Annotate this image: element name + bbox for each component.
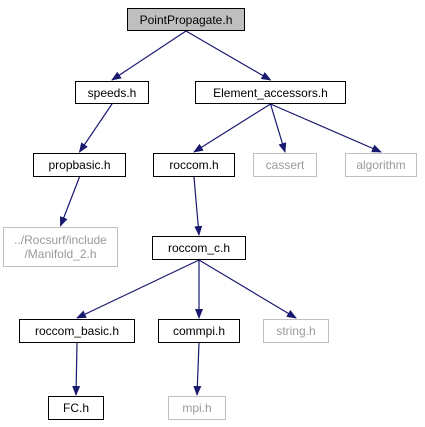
node-label: mpi.h <box>182 401 212 415</box>
node-label: roccom_basic.h <box>34 324 120 338</box>
edge-roccom_c-to-roccom_basic <box>76 259 200 319</box>
edge-point_propagate-to-speeds <box>111 30 187 81</box>
node-commpi-h[interactable]: commpi.h <box>158 319 240 343</box>
node-label: cassert <box>265 158 305 172</box>
edge-speeds-to-propbasic <box>78 103 113 153</box>
node-label-line2: /Manifold_2.h <box>24 247 97 261</box>
node-manifold-2-h[interactable]: ../Rocsurf/include /Manifold_2.h <box>3 227 118 267</box>
edge-point_propagate-to-element_accessors <box>185 30 272 81</box>
node-algorithm[interactable]: algorithm <box>345 153 417 177</box>
node-string-h[interactable]: string.h <box>263 319 329 343</box>
node-label: speeds.h <box>87 85 137 100</box>
node-speeds-h[interactable]: speeds.h <box>75 81 149 104</box>
node-label: roccom.h <box>169 158 219 172</box>
node-label: string.h <box>276 324 316 338</box>
node-roccom-h[interactable]: roccom.h <box>153 153 235 177</box>
node-label: Element_accessors.h <box>213 85 328 100</box>
node-mpi-h[interactable]: mpi.h <box>168 396 226 420</box>
edge-propbasic-to-manifold <box>59 176 81 227</box>
node-roccom-basic-h[interactable]: roccom_basic.h <box>19 319 135 343</box>
node-label: algorithm <box>356 158 406 172</box>
node-label: PointPropagate.h <box>139 12 233 27</box>
node-propbasic-h[interactable]: propbasic.h <box>33 153 126 177</box>
node-pointpropagate-h[interactable]: PointPropagate.h <box>127 8 245 31</box>
edge-element_accessors-to-algorithm <box>270 103 382 153</box>
edge-element_accessors-to-cassert <box>269 103 287 153</box>
edge-commpi-to-mpi <box>193 342 202 396</box>
node-roccom-c-h[interactable]: roccom_c.h <box>152 236 246 260</box>
node-label: propbasic.h <box>48 158 111 172</box>
node-fc-h[interactable]: FC.h <box>48 396 104 420</box>
edge-roccom-to-roccom_c <box>193 176 203 236</box>
node-element-accessors-h[interactable]: Element_accessors.h <box>195 81 346 104</box>
node-label: FC.h <box>62 401 89 415</box>
node-label-line1: ../Rocsurf/include <box>14 233 107 247</box>
edge-element_accessors-to-roccom <box>193 103 271 153</box>
node-label: commpi.h <box>172 324 225 338</box>
node-label: roccom_c.h <box>167 241 231 255</box>
node-cassert[interactable]: cassert <box>253 153 317 177</box>
edge-roccom_c-to-string <box>198 259 297 319</box>
edge-roccom_basic-to-fc <box>72 342 81 396</box>
